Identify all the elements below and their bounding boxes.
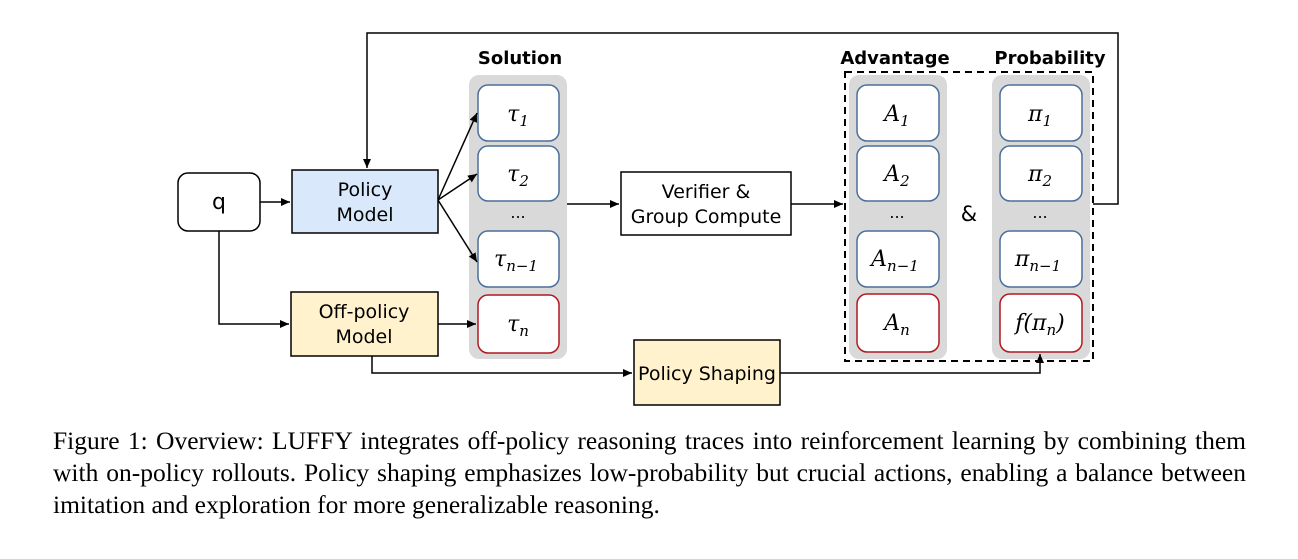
probability-ellipsis: ... (1032, 203, 1047, 222)
solution-label-tau-n: τn (507, 312, 529, 340)
advantage-probability-group (844, 71, 1094, 362)
probability-box-pi-1 (999, 84, 1083, 142)
arrow-feedback-to-policy-model (363, 32, 1119, 205)
probability-box-f-pi-n (999, 293, 1083, 353)
ampersand-label: & (961, 202, 977, 226)
off-policy-model-box (290, 291, 439, 357)
advantage-label-a-1: A1 (882, 102, 909, 130)
arrow-policy-shaping-to-f-pi-n (780, 354, 1044, 374)
probability-box-pi-n-minus-1 (999, 230, 1083, 288)
probability-header: Probability (994, 48, 1105, 69)
policy-model-label-line1: Policy (338, 179, 393, 201)
policy-model-box (291, 169, 439, 234)
arrow-q-to-off-policy-model (218, 231, 289, 328)
advantage-box-a-n (856, 293, 940, 353)
solution-label-tau-1: τ1 (507, 102, 529, 130)
advantage-label-a-2: A2 (882, 162, 909, 190)
advantage-label-a-n: An (882, 311, 910, 339)
off-policy-model-label-line1: Off-policy (319, 301, 410, 323)
solution-label-tau-2: τ2 (507, 162, 529, 190)
luffy-overview-diagram: Solution Advantage Probability q Policy … (177, 32, 1119, 406)
advantage-label-a-n-minus-1: An−1 (869, 247, 919, 275)
solution-box-tau-n-minus-1 (477, 230, 560, 288)
arrow-off-policy-to-policy-shaping (371, 356, 632, 377)
advantage-box-a-2 (856, 145, 940, 202)
policy-shaping-box (633, 339, 781, 406)
advantage-header: Advantage (840, 48, 949, 69)
query-label: q (212, 190, 226, 215)
solution-ellipsis: ... (510, 203, 525, 222)
advantage-box-a-n-minus-1 (856, 230, 940, 288)
arrow-policy-to-tau-1 (437, 112, 478, 201)
advantage-box-a-1 (856, 84, 940, 142)
advantage-ellipsis: ... (889, 203, 904, 222)
verifier-label-line2: Group Compute (631, 206, 782, 228)
probability-label-f-pi-n: f(πn) (1013, 311, 1064, 339)
policy-shaping-label: Policy Shaping (638, 363, 776, 385)
solution-box-tau-1 (477, 84, 560, 142)
off-policy-model-label-line2: Model (335, 326, 392, 348)
solution-box-tau-2 (477, 145, 560, 202)
solution-header: Solution (478, 48, 562, 69)
arrow-policy-to-tau-2 (437, 173, 478, 201)
arrow-policy-to-tau-n-minus-1 (437, 199, 478, 263)
policy-model-label-line2: Model (336, 204, 393, 226)
probability-label-pi-1: π1 (1027, 102, 1052, 130)
probability-box-pi-2 (999, 145, 1083, 202)
probability-label-pi-2: π2 (1027, 162, 1052, 190)
verifier-label-line1: Verifier & (662, 181, 751, 203)
figure-caption: Figure 1: Overview: LUFFY integrates off… (53, 426, 1246, 519)
verifier-box (620, 171, 792, 236)
solution-label-tau-n-minus-1: τn−1 (494, 247, 538, 275)
probability-label-pi-n-minus-1: πn−1 (1014, 247, 1061, 275)
solution-box-tau-n (477, 294, 560, 354)
